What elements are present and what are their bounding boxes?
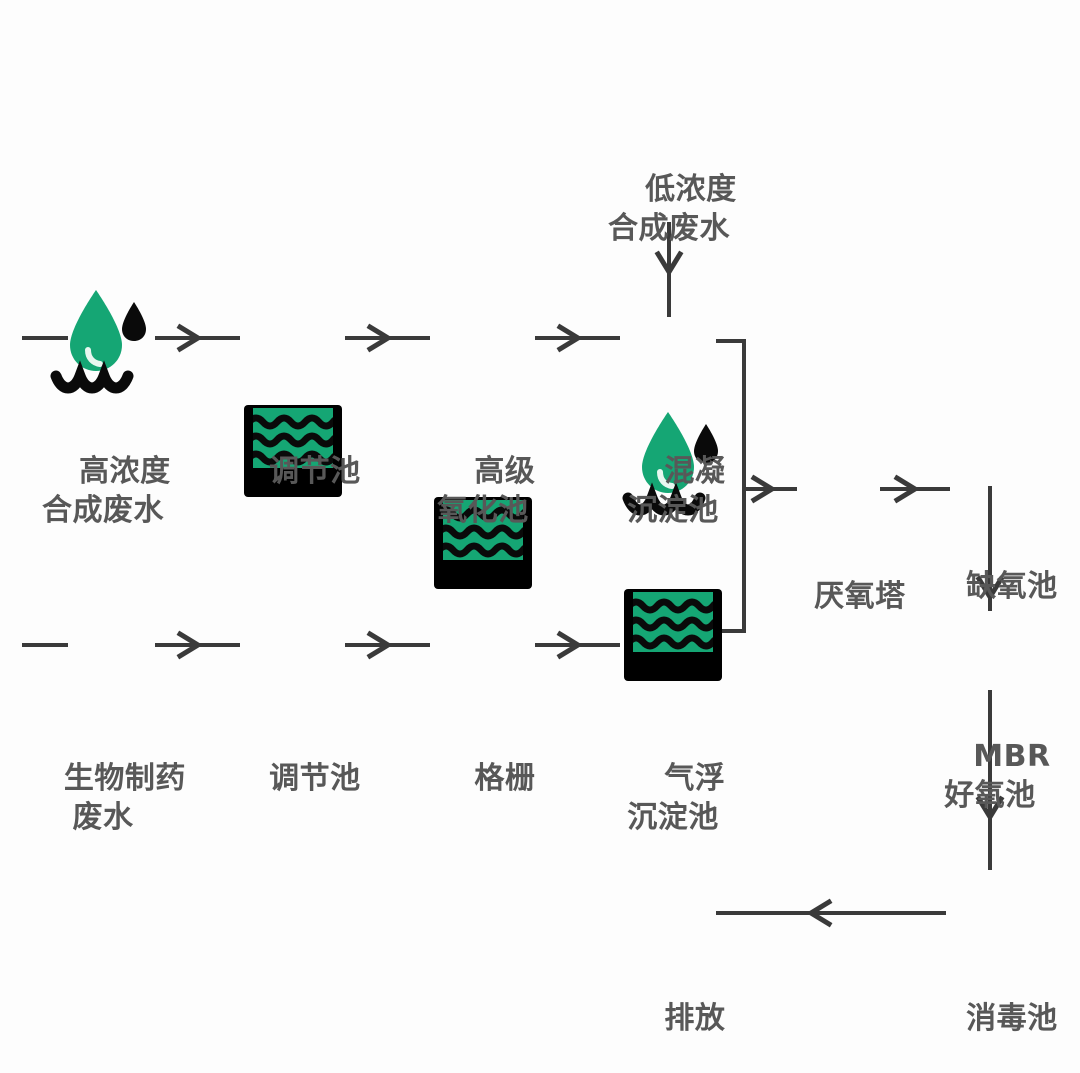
- label-flotation-sedimentation-tank: 气浮沉淀池: [627, 761, 726, 835]
- label-regulating-tank-1: 调节池: [269, 454, 361, 490]
- label-bio-pharma-wastewater: 生物制药废水: [63, 761, 186, 835]
- tank-water-surface: [443, 500, 523, 560]
- label-anaerobic-tower: 厌氧塔: [814, 579, 906, 615]
- arrow-head-tank1-to-aox: [366, 323, 393, 353]
- inlet-dash-top: [22, 336, 68, 340]
- arrow-head-disinfection-to-discharge: [806, 898, 833, 928]
- node-regulating-tank-1[interactable]: [244, 405, 342, 497]
- arrow-head-anaerobic-to-anoxic: [893, 474, 920, 504]
- label-discharge: 排放: [664, 1001, 726, 1037]
- merge-branch-bottom: [716, 629, 746, 633]
- node-coagulation-sedimentation-tank[interactable]: [624, 589, 722, 681]
- node-low-conc-synth-wastewater[interactable]: [620, 404, 730, 516]
- arrow-line-mbr-to-disinfection: [988, 690, 992, 870]
- label-low-conc-synth-wastewater: 低浓度合成废水: [608, 172, 737, 246]
- node-high-conc-synth-wastewater[interactable]: [48, 282, 158, 394]
- arrow-head-tank2-to-screen: [366, 630, 393, 660]
- wave-line-icon: [253, 414, 333, 430]
- label-bar-screen: 格栅: [474, 761, 536, 797]
- node-advanced-oxidation-tank[interactable]: [434, 497, 532, 589]
- wave-line-icon: [253, 450, 333, 466]
- wave-line-icon: [253, 432, 333, 448]
- wave-line-icon: [443, 524, 523, 540]
- label-anoxic-tank: 缺氧池: [966, 569, 1058, 605]
- arrow-head-screen-to-flotation: [556, 630, 583, 660]
- label-advanced-oxidation-tank: 高级氧化池: [437, 454, 536, 528]
- label-coagulation-sedimentation-tank: 混凝沉淀池: [627, 454, 726, 528]
- label-regulating-tank-2: 调节池: [269, 761, 361, 797]
- arrow-line-anoxic-to-mbr: [988, 486, 992, 611]
- label-high-conc-synth-wastewater: 高浓度合成废水: [42, 454, 171, 528]
- wave-line-icon: [633, 598, 713, 614]
- arrow-head-merge-to-anaerobic: [750, 474, 777, 504]
- arrow-head-src1-to-tank1: [176, 323, 203, 353]
- arrow-head-mbr-to-disinfection: [975, 795, 1005, 822]
- wave-line-icon: [443, 506, 523, 522]
- merge-trunk: [742, 339, 746, 633]
- wave-line-icon: [633, 616, 713, 632]
- wave-line-icon: [633, 634, 713, 650]
- arrow-head-src2-to-tank2: [176, 630, 203, 660]
- tank-water-surface: [253, 408, 333, 468]
- arrow-head-lowconc-to-coag: [654, 250, 684, 277]
- wave-line-icon: [443, 542, 523, 558]
- arrow-line-disinfection-to-discharge: [716, 911, 946, 915]
- arrow-head-anoxic-to-mbr: [975, 575, 1005, 602]
- tank-water-surface: [633, 592, 713, 652]
- inlet-dash-bottom: [22, 643, 68, 647]
- water-drop-icon: [50, 290, 146, 394]
- water-drop-icon: [622, 412, 718, 516]
- label-disinfection-tank: 消毒池: [966, 1001, 1058, 1037]
- arrow-head-aox-to-coag: [556, 323, 583, 353]
- merge-branch-top: [716, 339, 746, 343]
